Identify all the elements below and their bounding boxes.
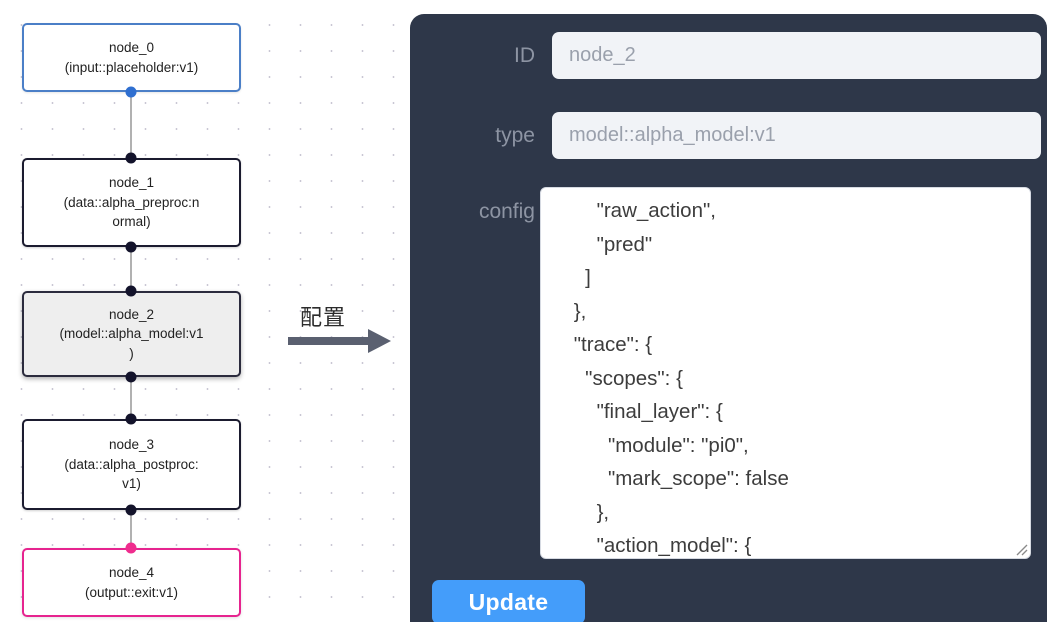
- edge-node0-node1: [130, 92, 132, 158]
- node_2-input-handle[interactable]: [125, 285, 137, 297]
- node_2-output-handle[interactable]: [125, 371, 137, 383]
- id-input[interactable]: [552, 32, 1041, 79]
- graph-node-node_0[interactable]: node_0 (input::placeholder:v1): [22, 23, 241, 92]
- node_1-output-handle[interactable]: [125, 241, 137, 253]
- flow-arrow-icon: [288, 326, 393, 356]
- graph-node-node_3[interactable]: node_3 (data::alpha_postproc: v1): [22, 419, 241, 510]
- type-input[interactable]: [552, 112, 1041, 159]
- bottom-page-edge: [0, 622, 1062, 643]
- edge-node1-node2: [130, 247, 132, 291]
- node_4-input-handle[interactable]: [125, 542, 137, 554]
- graph-node-label: node_0 (input::placeholder:v1): [64, 39, 199, 75]
- graph-node-label: node_2 (model::alpha_model:v1 ): [59, 306, 204, 361]
- node-config-panel: ID type config "raw_action", "pred" ] },…: [410, 14, 1047, 622]
- flow-arrow-label: 配置: [300, 305, 347, 330]
- type-field-label: type: [495, 123, 535, 147]
- config-field-label: config: [478, 200, 535, 223]
- node_3-output-handle[interactable]: [125, 504, 137, 516]
- graph-node-node_4[interactable]: node_4 (output::exit:v1): [22, 548, 241, 617]
- graph-node-node_1[interactable]: node_1 (data::alpha_preproc:n ormal): [22, 158, 241, 247]
- field-row-type: type: [410, 112, 1047, 159]
- id-field-label: ID: [514, 43, 535, 67]
- node_0-output-handle[interactable]: [125, 86, 137, 98]
- graph-node-label: node_4 (output::exit:v1): [84, 564, 179, 600]
- config-textarea-container: "raw_action", "pred" ] }, "trace": { "sc…: [540, 187, 1031, 559]
- graph-node-label: node_1 (data::alpha_preproc:n ormal): [63, 175, 200, 230]
- field-row-id: ID: [410, 32, 1047, 79]
- edge-node2-node3: [130, 377, 132, 419]
- update-button[interactable]: Update: [432, 580, 585, 622]
- node_3-input-handle[interactable]: [125, 413, 137, 425]
- graph-node-label: node_3 (data::alpha_postproc: v1): [64, 437, 199, 492]
- graph-node-node_2[interactable]: node_2 (model::alpha_model:v1 ): [22, 291, 241, 377]
- graph-canvas[interactable]: node_0 (input::placeholder:v1) node_1 (d…: [0, 0, 400, 643]
- config-textarea[interactable]: "raw_action", "pred" ] }, "trace": { "sc…: [541, 188, 1030, 558]
- node_1-input-handle[interactable]: [125, 152, 137, 164]
- edge-node3-node4: [130, 510, 132, 548]
